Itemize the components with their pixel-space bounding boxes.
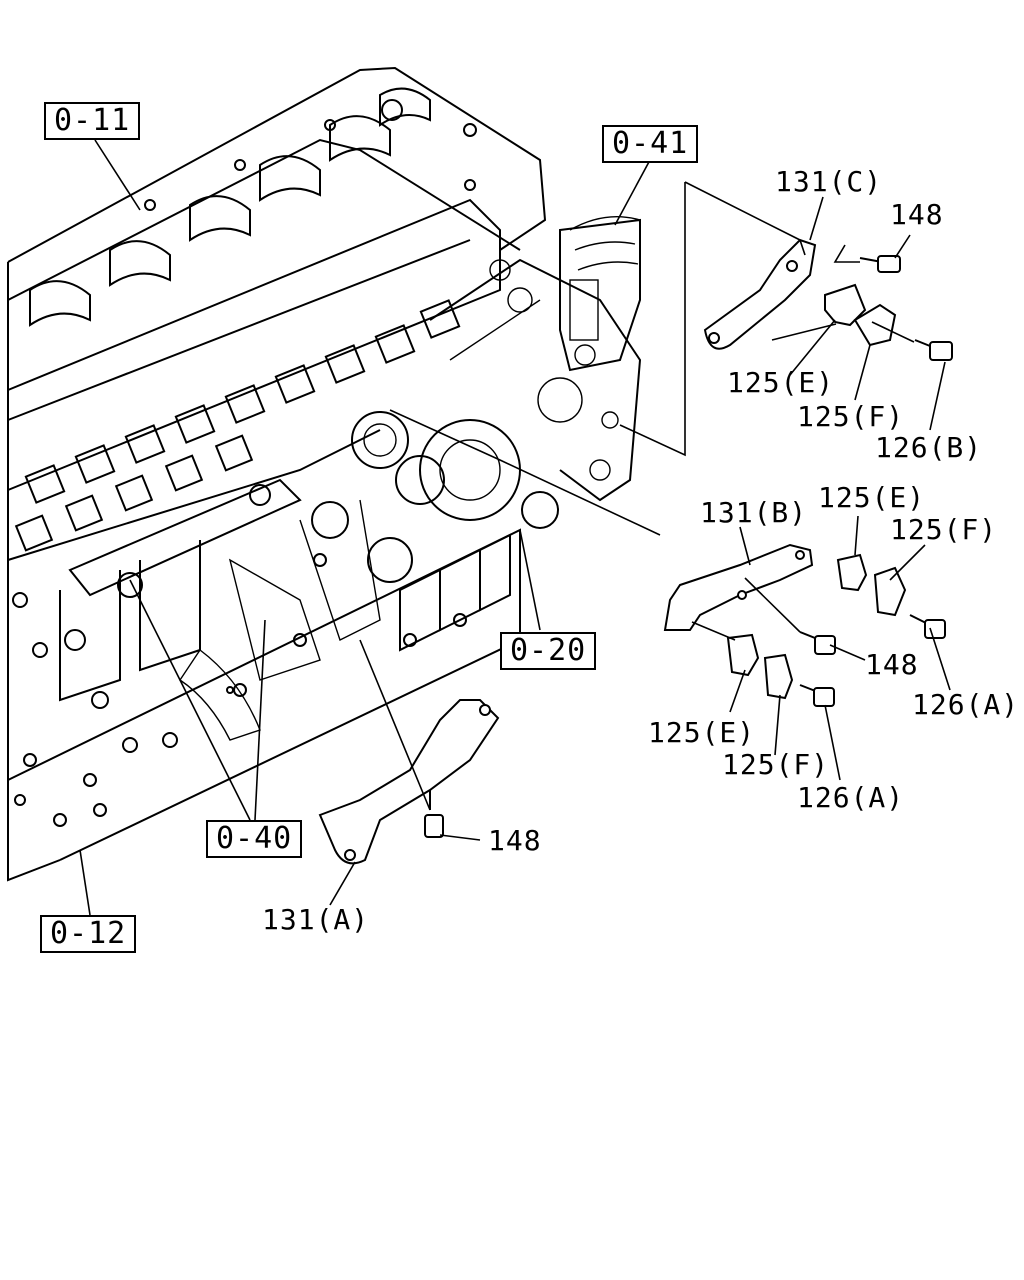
callout-131c: 131(C) [775, 165, 883, 198]
callout-125f-mid: 125(F) [890, 513, 998, 546]
bolt-148-mid [799, 631, 836, 655]
ref-box-0-40: 0-40 [206, 820, 303, 858]
bolt-126a-low [799, 684, 835, 707]
callout-126a-low: 126(A) [797, 781, 905, 814]
callout-126b: 126(B) [875, 431, 983, 464]
clip-125e-top [824, 283, 867, 327]
callout-148-low: 148 [488, 824, 542, 857]
clip-125f-low [763, 653, 794, 700]
ref-box-0-12: 0-12 [40, 915, 137, 953]
callout-125e-mid: 125(E) [818, 481, 926, 514]
clip-125f-mid [873, 566, 907, 617]
callout-125f-top: 125(F) [797, 400, 905, 433]
bracket-131c [703, 238, 817, 350]
callout-131b: 131(B) [700, 496, 808, 529]
callout-148-top: 148 [890, 198, 944, 231]
callout-131a: 131(A) [262, 903, 370, 936]
bolt-126a-mid [909, 614, 946, 639]
callout-125f-low: 125(F) [722, 748, 830, 781]
ref-box-0-20: 0-20 [500, 632, 597, 670]
callout-148-mid: 148 [865, 648, 919, 681]
ref-box-0-11: 0-11 [44, 102, 141, 140]
callout-126a-mid: 126(A) [912, 688, 1020, 721]
bracket-131b [663, 543, 814, 631]
callout-125e-top: 125(E) [727, 366, 835, 399]
callout-125e-low: 125(E) [648, 716, 756, 749]
clip-125e-mid [836, 553, 868, 592]
clip-125f-top [853, 303, 897, 347]
leader-lines [79, 139, 951, 916]
bracket-131a [318, 699, 500, 865]
clip-125e-low [726, 633, 760, 677]
engine-block-drawing [7, 66, 642, 882]
bolt-148-top [859, 255, 901, 273]
ref-box-0-41: 0-41 [602, 125, 699, 163]
bolt-148-low [424, 790, 444, 838]
bolt-126b [914, 339, 953, 361]
